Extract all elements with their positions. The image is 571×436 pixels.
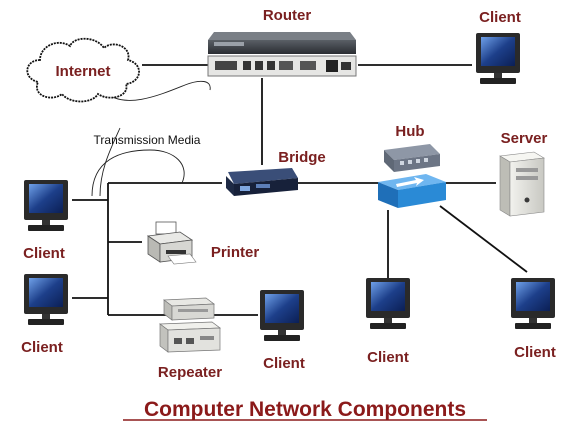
monitor-icon [476, 33, 520, 84]
media-curve-1 [104, 80, 211, 101]
bridge: Bridge [226, 149, 326, 196]
wire-hub-client-2 [439, 205, 528, 273]
monitor-icon [511, 278, 555, 329]
server: Server [499, 130, 548, 217]
repeater: Repeater [158, 297, 222, 381]
hub-switch-top [384, 144, 440, 160]
client-left-1: Client [23, 180, 68, 262]
cloud-shape [26, 37, 140, 103]
client-bottom-mid-label: Client [263, 355, 305, 372]
client-top-right-label: Client [479, 9, 521, 26]
client-bottom-right: Client [511, 278, 556, 361]
client-left-1-label: Client [23, 245, 65, 262]
router-label: Router [263, 7, 311, 24]
hub-label: Hub [395, 123, 424, 140]
media-curve-3 [99, 127, 121, 197]
client-bottom-hub: Client [366, 278, 410, 366]
client-top-right: Client [476, 9, 521, 84]
router-body [208, 40, 356, 54]
hub: Hub [378, 123, 446, 208]
hub-box-front [398, 182, 446, 208]
client-bottom-right-label: Client [514, 344, 556, 361]
monitor-icon [24, 274, 68, 325]
printer-label: Printer [211, 244, 260, 261]
server-front [509, 157, 545, 217]
connection-lines [72, 64, 528, 316]
printer: Printer [146, 221, 260, 265]
diagram-title: Computer Network Components [144, 398, 466, 421]
transmission-media-label: Transmission Media [94, 133, 201, 147]
internet-label: Internet [55, 63, 110, 80]
client-left-2-label: Client [21, 339, 63, 356]
monitor-icon [24, 180, 68, 231]
router-top [208, 32, 356, 40]
server-label: Server [501, 130, 548, 147]
internet-cloud: Internet [26, 37, 140, 103]
media-curve-2 [91, 149, 185, 197]
repeater-label: Repeater [158, 364, 222, 381]
client-left-2: Client [21, 274, 68, 356]
router: Router [207, 7, 357, 77]
client-bottom-hub-label: Client [367, 349, 409, 366]
bridge-top [228, 168, 298, 184]
client-bottom-mid: Client [260, 290, 305, 372]
monitor-icon [260, 290, 304, 341]
monitor-icon [366, 278, 410, 329]
bridge-label: Bridge [278, 149, 326, 166]
